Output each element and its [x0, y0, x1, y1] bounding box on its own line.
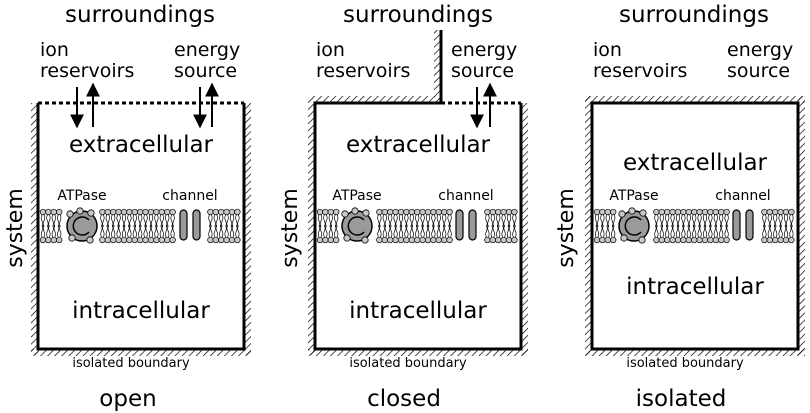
intracellular-label: intracellular [626, 274, 764, 300]
energy-source-label-line2: source [451, 60, 514, 82]
channel-label: channel [715, 188, 770, 204]
energy-source-label-line2: source [727, 60, 790, 82]
ion-reservoirs-label: ion [593, 39, 622, 61]
ion-reservoirs-label-line2: reservoirs [40, 60, 134, 82]
atpase-label: ATPase [609, 188, 658, 204]
system-label: system [3, 188, 28, 268]
channel-label: channel [438, 188, 493, 204]
boundary-hatch-bottom [585, 349, 805, 356]
ion-reservoirs-label: ion [40, 39, 69, 61]
panel-caption: open [99, 386, 156, 412]
channel-label: channel [162, 188, 217, 204]
panel-closed: surroundings ion reservoirs energy sourc… [278, 2, 528, 412]
panel-caption: closed [367, 386, 441, 412]
extracellular-label: extracellular [69, 132, 214, 158]
boundary-hatch-bottom [31, 349, 251, 356]
surroundings-label: surroundings [343, 2, 493, 28]
boundary-hatch-left [308, 96, 315, 355]
ion-reservoirs-label-line2: reservoirs [316, 60, 410, 82]
boundary-hatch-top [585, 96, 805, 103]
atpase-label: ATPase [332, 188, 381, 204]
intracellular-label: intracellular [72, 298, 210, 324]
surroundings-label: surroundings [619, 2, 769, 28]
energy-source-label-line2: source [174, 60, 237, 82]
isolated-boundary-label: isolated boundary [349, 356, 467, 371]
system-walls [313, 101, 523, 351]
channel-protein [732, 209, 754, 241]
channel-protein [179, 209, 201, 241]
boundary-hatch-left [31, 103, 38, 355]
intracellular-label: intracellular [349, 298, 487, 324]
boundary-hatch-right [798, 96, 805, 355]
atpase-protein [341, 207, 373, 244]
panel-caption: isolated [636, 386, 727, 412]
atpase-protein [618, 207, 650, 244]
boundary-hatch-bottom [308, 349, 528, 356]
panel-open: surroundings ion reservoirs energy sourc… [3, 2, 251, 412]
ion-reservoirs-label-line2: reservoirs [593, 60, 687, 82]
isolated-boundary-label: isolated boundary [72, 356, 190, 371]
channel-protein [455, 209, 477, 241]
boundary-hatch-top [315, 96, 441, 103]
panel-isolated: surroundings ion reservoirs energy sourc… [554, 2, 805, 412]
boundary-hatch-right [244, 103, 251, 355]
atpase-label: ATPase [57, 188, 106, 204]
divider-hatch [434, 30, 441, 100]
extracellular-label: extracellular [346, 132, 491, 158]
system-walls [36, 103, 246, 351]
system-label: system [554, 188, 579, 268]
ion-reservoirs-label: ion [316, 39, 345, 61]
isolated-boundary-label: isolated boundary [626, 356, 744, 371]
system-walls [590, 101, 800, 351]
energy-source-label: energy [727, 39, 793, 61]
system-label: system [278, 188, 303, 268]
energy-source-label: energy [451, 39, 517, 61]
energy-source-label: energy [174, 39, 240, 61]
boundary-hatch-right [521, 103, 528, 355]
extracellular-label: extracellular [623, 150, 768, 176]
boundary-hatch-left [585, 96, 592, 355]
atpase-protein [66, 207, 98, 244]
surroundings-label: surroundings [65, 2, 215, 28]
